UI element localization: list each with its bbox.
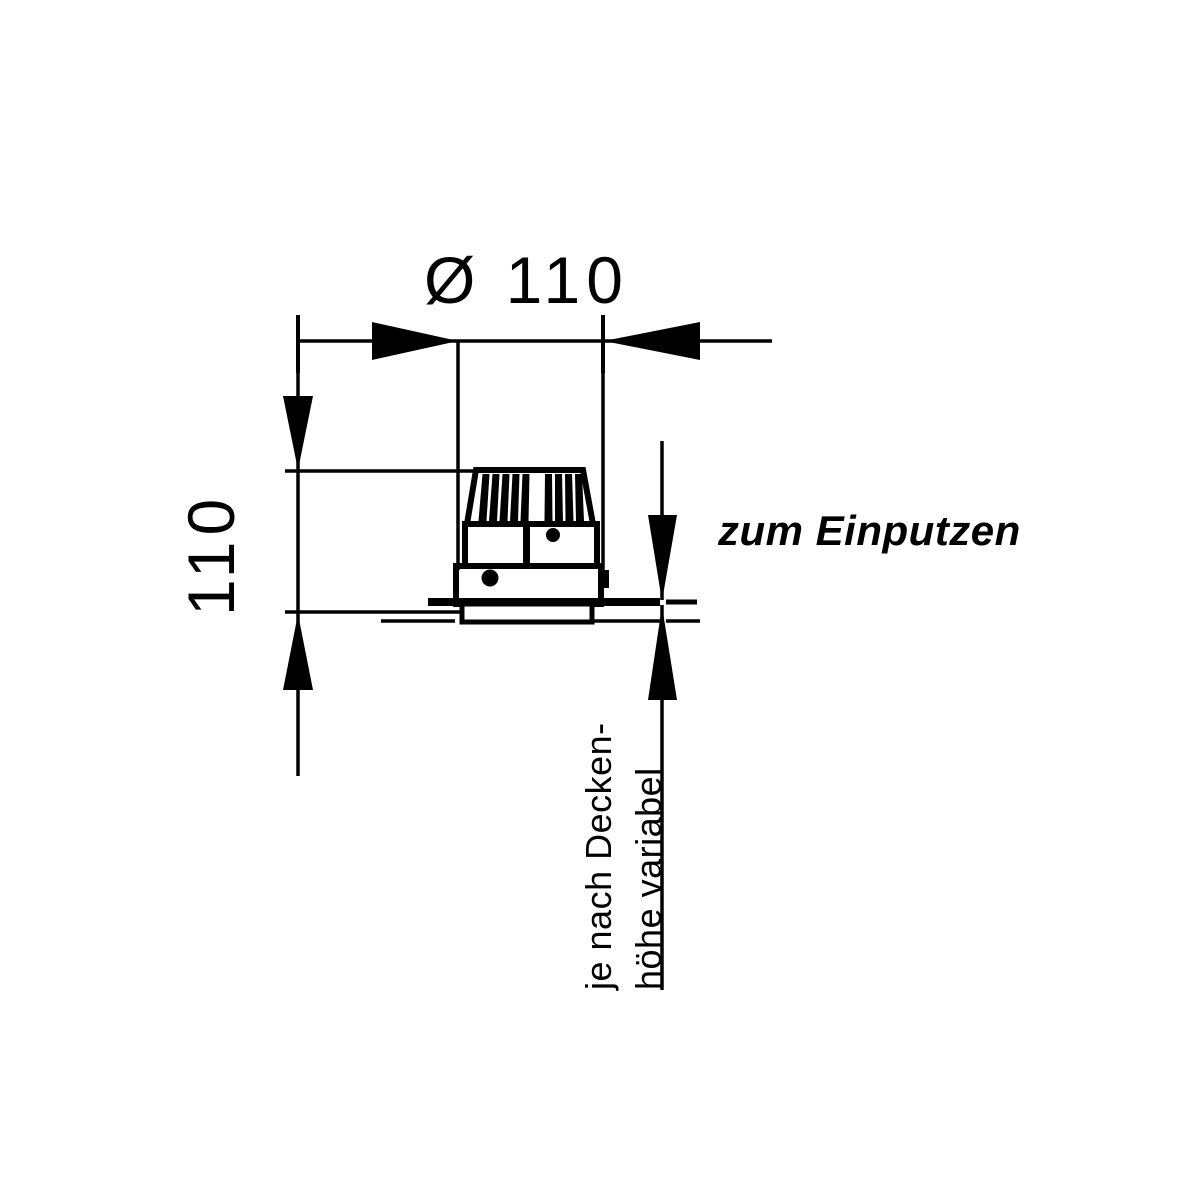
variable-arrow-bottom: [648, 606, 677, 700]
device-dot-marker-upper: [546, 528, 560, 542]
construction-lines-group: [456, 342, 605, 588]
device-fins-left: [478, 474, 530, 521]
variable-note-line1: je nach Decken-: [578, 722, 619, 990]
height-arrow-bottom: [283, 614, 313, 690]
height-dimension-group: [283, 373, 478, 776]
device-side-nub: [601, 570, 609, 588]
variable-depth-dimension-group: [648, 441, 677, 990]
device-mid-band-left: [462, 521, 529, 569]
variable-note-line2: höhe variabel: [628, 767, 669, 990]
height-dimension-label: 110: [174, 492, 248, 616]
device-body-group: [428, 467, 660, 625]
mounting-note-label: zum Einputzen: [718, 507, 1021, 554]
diameter-dimension-group: [296, 315, 772, 373]
height-arrow-top: [283, 396, 313, 470]
device-fins-right: [544, 474, 584, 521]
variable-arrow-top: [648, 515, 677, 601]
device-dot-marker-lower: [481, 569, 499, 587]
diameter-arrow-left: [372, 322, 458, 360]
diameter-arrow-right: [604, 322, 700, 360]
device-mid-band-right: [524, 521, 600, 569]
device-recessed-collar: [459, 601, 595, 625]
diameter-dimension-label: Ø 110: [424, 243, 629, 317]
